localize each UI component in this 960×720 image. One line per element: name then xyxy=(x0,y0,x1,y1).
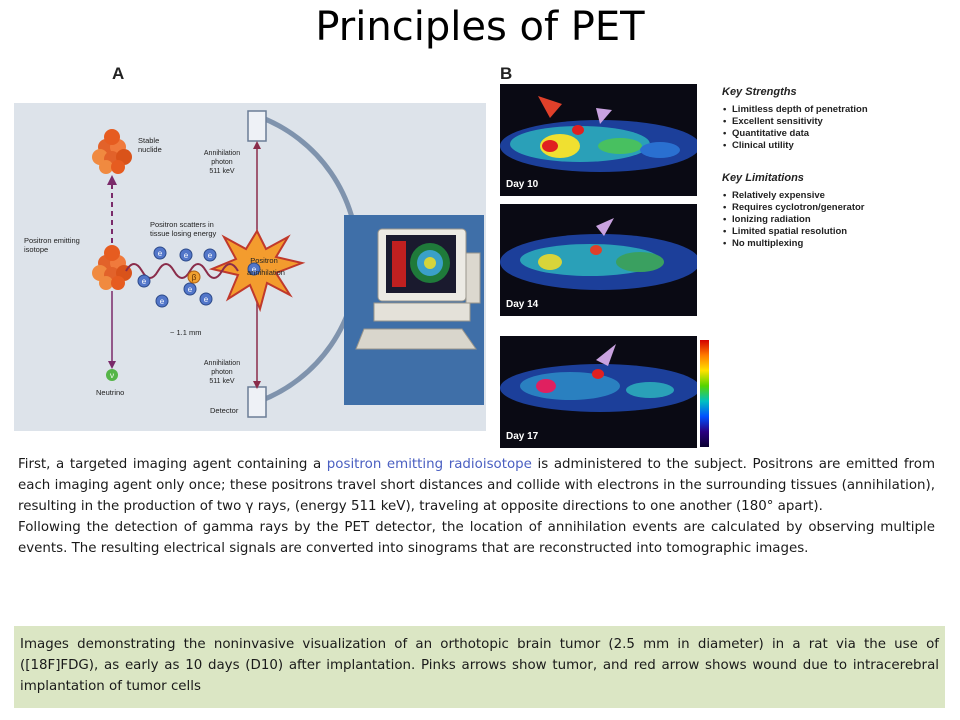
panel-a-label: A xyxy=(112,64,125,83)
key-strengths-list: Limitless depth of penetration Excellent… xyxy=(722,104,942,152)
electron-symbol: e xyxy=(160,297,165,306)
stable-nuclide-icon xyxy=(92,129,132,174)
paragraph-1-end: is administered to the subject. Positron… xyxy=(18,457,935,514)
caption-text: Images demonstrating the noninvasive vis… xyxy=(20,637,939,694)
paragraph-2: Following the detection of gamma rays by… xyxy=(18,520,935,556)
scan-day-10: Day 10 xyxy=(500,84,697,196)
electron-symbol: e xyxy=(188,285,193,294)
pink-arrow-icon xyxy=(596,108,612,124)
positron-path xyxy=(125,263,239,279)
highlighted-term: positron emitting radioisotope xyxy=(326,457,532,472)
panel-b-label: B xyxy=(500,64,513,83)
electron-symbol: e xyxy=(252,265,257,274)
electron-symbol: e xyxy=(184,251,189,260)
pink-arrow-icon xyxy=(596,218,614,236)
detector-bottom xyxy=(247,386,267,418)
electron-symbol: e xyxy=(208,251,213,260)
beta-symbol: β xyxy=(192,273,197,282)
list-item: Relatively expensive xyxy=(723,190,942,202)
paragraph-1: First, a targeted imaging agent containi… xyxy=(18,454,935,517)
caption-box: Images demonstrating the noninvasive vis… xyxy=(14,626,945,708)
list-item: Limitless depth of penetration xyxy=(723,104,942,116)
list-item: Quantitative data xyxy=(723,128,942,140)
electron-symbol: e xyxy=(204,295,209,304)
neutrino-icon xyxy=(106,369,118,381)
distance-label: ~ 1.1 mm xyxy=(170,328,201,337)
list-item: Ionizing radiation xyxy=(723,214,942,226)
day-label: Day 10 xyxy=(506,179,539,190)
day-label: Day 17 xyxy=(506,431,539,442)
key-points: Key Strengths Limitless depth of penetra… xyxy=(722,86,942,250)
key-limitations-heading: Key Limitations xyxy=(722,172,804,184)
list-item: Excellent sensitivity xyxy=(723,116,942,128)
list-item: Clinical utility xyxy=(723,140,942,152)
day-label: Day 14 xyxy=(506,299,539,310)
red-arrow-icon xyxy=(538,96,562,118)
page-title: Principles of PET xyxy=(315,4,645,50)
scan-day-17: Day 17 xyxy=(500,336,697,448)
electron-symbol: e xyxy=(158,249,163,258)
beta-icon xyxy=(187,270,201,284)
key-strengths-heading: Key Strengths xyxy=(722,86,797,98)
positron-emitting-isotope-icon xyxy=(92,245,132,290)
pink-arrow-icon xyxy=(596,344,616,366)
detector-label: Detector xyxy=(210,406,239,415)
list-item: Requires cyclotron/generator xyxy=(723,202,942,214)
detector-top xyxy=(247,110,267,142)
neutrino-label: Neutrino xyxy=(96,388,124,397)
electron-symbol: e xyxy=(142,277,147,286)
electron-icons: e e e e e e e e xyxy=(137,246,261,308)
list-item: Limited spatial resolution xyxy=(723,226,942,238)
computer-icon xyxy=(344,215,484,405)
paragraph-1-start: First, a targeted imaging agent containi… xyxy=(18,457,327,472)
scan-day-14: Day 14 xyxy=(500,204,697,316)
intensity-colorbar xyxy=(700,340,709,447)
nu-symbol: ν xyxy=(110,371,114,380)
key-limitations-list: Relatively expensive Requires cyclotron/… xyxy=(722,190,942,250)
list-item: No multiplexing xyxy=(723,238,942,250)
body-text: First, a targeted imaging agent containi… xyxy=(18,454,935,559)
